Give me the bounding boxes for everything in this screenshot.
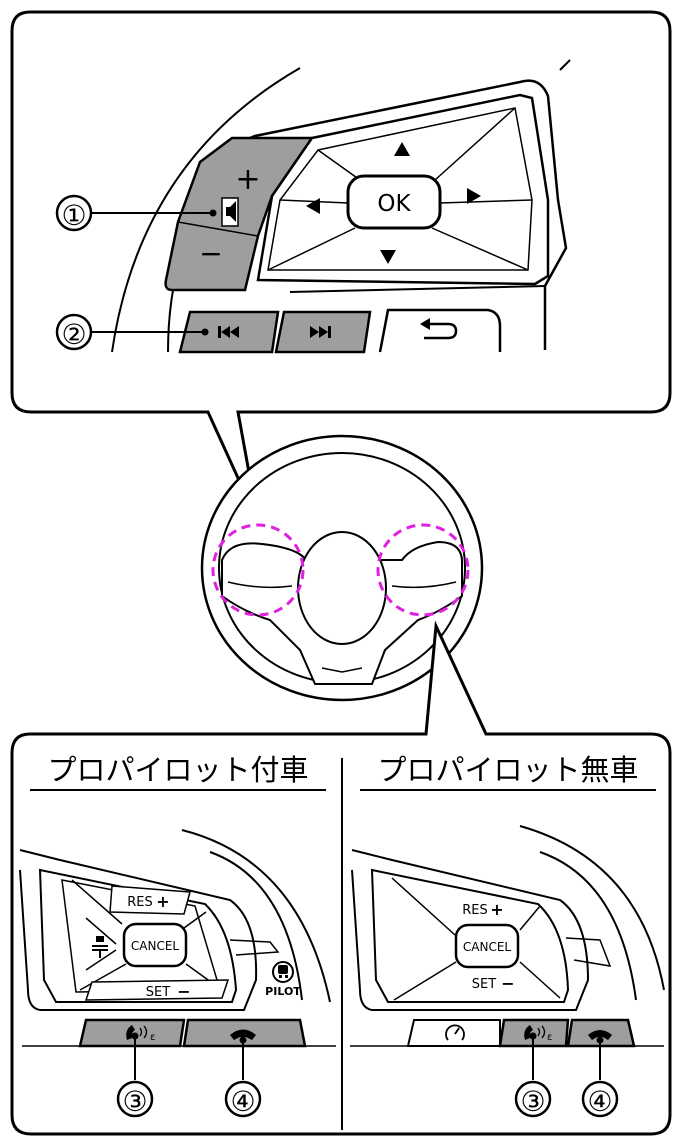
set-sign: − [177, 982, 190, 1001]
res-sign: + [156, 892, 169, 911]
callout-2-circle [55, 313, 93, 351]
wheel-rim-arc [111, 67, 301, 353]
right-set-sign: − [501, 974, 514, 993]
ok-button[interactable] [346, 174, 442, 230]
switch-housing [219, 79, 568, 350]
right-hang-up-icon [588, 1030, 612, 1040]
callout-2: ② [61, 318, 86, 351]
pilot-label: PILOT [265, 985, 301, 998]
set-label: SET [146, 985, 170, 1000]
propilot-icon[interactable] [272, 961, 294, 983]
back-button[interactable] [378, 308, 502, 353]
volume-up-sign: + [235, 162, 260, 197]
ok-label: OK [377, 191, 411, 217]
callout-3-left-circle [116, 1080, 154, 1118]
right-cancel-label: CANCEL [463, 940, 512, 954]
hang-up-icon [230, 1029, 256, 1040]
prev-track-icon [218, 326, 239, 338]
right-heading: プロパイロット無車 [377, 753, 638, 787]
arrow-down-icon[interactable] [380, 250, 396, 264]
volume-down-sign: − [199, 237, 222, 270]
cancel-button[interactable] [122, 922, 188, 968]
callout-3-right: ③ [520, 1085, 545, 1118]
right-set-label: SET [472, 977, 496, 992]
callout-3-left: ③ [122, 1085, 147, 1118]
wheel-hub [297, 531, 387, 645]
volume-rocker[interactable]: + − [164, 136, 315, 292]
res-label: RES [127, 895, 153, 910]
callout-4-left-circle [224, 1080, 262, 1118]
seek-buttons[interactable] [178, 310, 372, 354]
arrow-right-icon[interactable] [467, 188, 481, 204]
res-button[interactable] [109, 885, 191, 915]
callout-3-right-circle [514, 1080, 552, 1118]
arrow-left-icon[interactable] [306, 198, 320, 214]
callout-4-right: ④ [587, 1085, 612, 1118]
direction-pad[interactable]: OK [256, 93, 550, 286]
left-heading: プロパイロット付車 [47, 753, 308, 787]
callout-4-right-circle [581, 1080, 619, 1118]
callout-1-circle [55, 194, 93, 232]
right-cancel-button[interactable] [454, 923, 520, 969]
set-button[interactable] [84, 979, 230, 1001]
svg-text:ε: ε [150, 1032, 155, 1043]
right-switch-highlight [376, 523, 470, 617]
right-res-label: RES [462, 903, 488, 918]
speed-limiter-button[interactable] [406, 1019, 501, 1047]
top-panel: + − OK [10, 10, 672, 523]
right-voice-call-icon: ε [524, 1025, 552, 1043]
next-track-icon [310, 326, 331, 338]
svg-text:ε: ε [547, 1032, 552, 1043]
steering-wheel [200, 434, 484, 702]
callout-1: ① [61, 199, 86, 232]
lane-assist-icon[interactable] [92, 936, 108, 958]
speed-limiter-icon [445, 1024, 465, 1041]
cancel-label: CANCEL [131, 939, 180, 953]
bottom-panel: プロパイロット付車 RES + CANCEL SET − [10, 620, 672, 1136]
left-switch-highlight [211, 523, 305, 617]
left-subpanel: プロパイロット付車 RES + CANCEL SET − [19, 753, 336, 1118]
volume-icon [226, 201, 236, 222]
right-res-sign: + [490, 900, 503, 919]
voice-call-icon: ε [126, 1025, 155, 1043]
callout-4-left: ④ [230, 1085, 255, 1118]
back-icon [420, 318, 458, 340]
right-subpanel: プロパイロット無車 RES + CANCEL SET − [350, 753, 665, 1118]
arrow-up-icon[interactable] [394, 142, 410, 156]
